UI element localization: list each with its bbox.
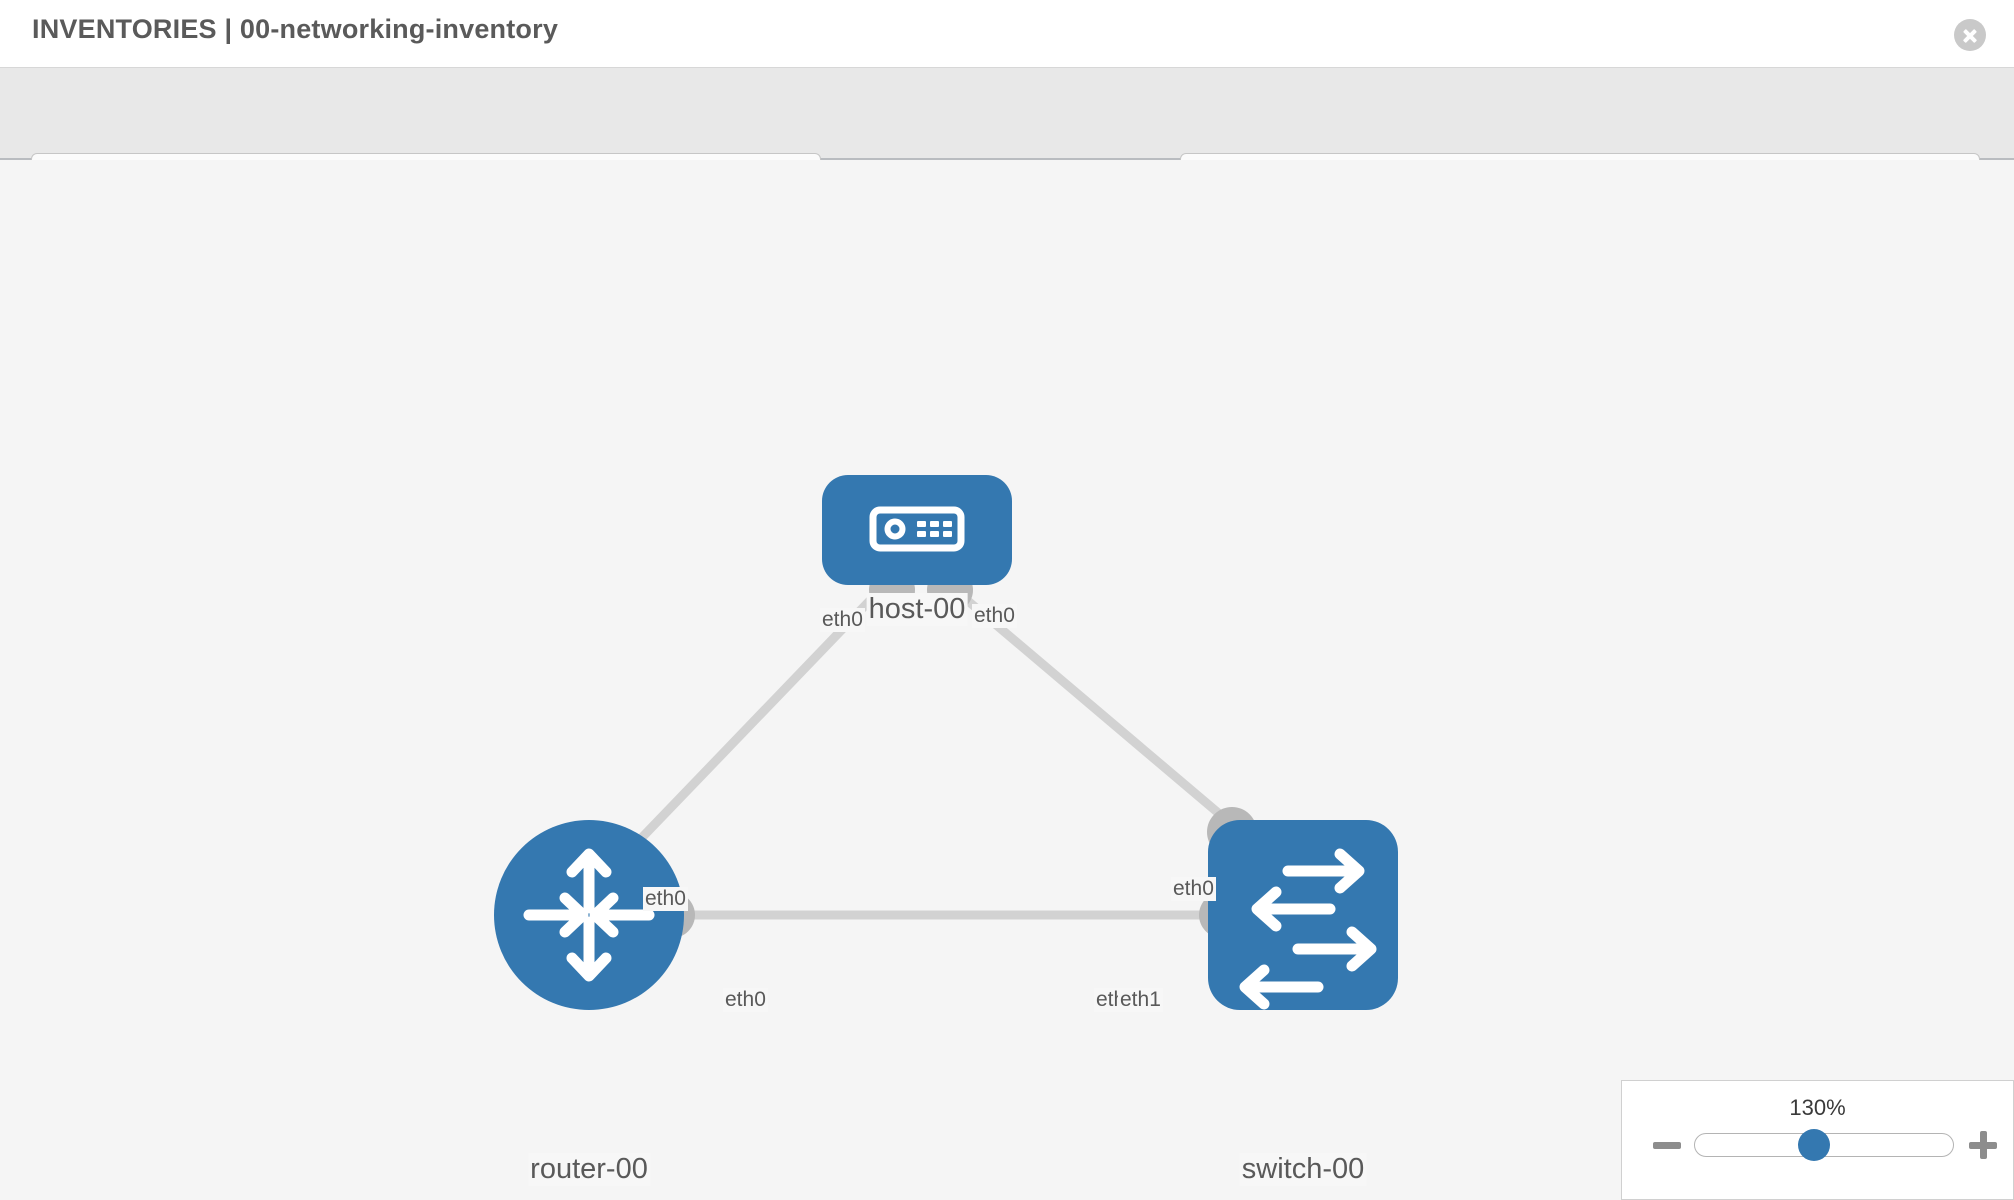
zoom-out-button[interactable] — [1651, 1129, 1683, 1161]
topology-graph — [494, 475, 1398, 1010]
zoom-level-label: 130% — [1789, 1095, 1846, 1120]
iface-label-switch00-eth1: eth1 — [1118, 988, 1163, 1012]
topology-canvas[interactable]: host-00 router-00 switch-00 eth0 eth0 et… — [0, 160, 2014, 1200]
server-icon — [869, 506, 965, 552]
node-host-00 — [822, 475, 1012, 585]
iface-label-router00-uplink: eth0 — [643, 887, 688, 911]
iface-label-host00-right: eth0 — [972, 604, 1017, 628]
topology-links — [615, 585, 1277, 920]
page-header: INVENTORIES | 00-networking-inventory — [0, 0, 2014, 68]
node-label-switch-00: switch-00 — [1239, 1153, 1367, 1186]
router-arrows-icon — [523, 848, 655, 982]
switch-arrows-icon — [1239, 848, 1377, 1010]
link-host00-router00 — [625, 585, 885, 855]
iface-label-router00-eth0: eth0 — [723, 988, 768, 1012]
zoom-control: 130% — [1621, 1080, 2014, 1200]
toolbar: ACTIONS SEARCH — [0, 68, 2014, 207]
close-icon[interactable] — [1954, 19, 1986, 51]
node-switch-00 — [1208, 820, 1398, 1010]
node-label-router-00: router-00 — [528, 1153, 650, 1186]
iface-label-host00-left: eth0 — [820, 608, 865, 632]
link-host00-switch00 — [950, 585, 1267, 855]
iface-label-switch00-uplink: eth0 — [1171, 877, 1216, 901]
node-router-00 — [494, 820, 684, 1010]
zoom-in-button[interactable] — [1967, 1129, 1999, 1161]
page-title: INVENTORIES | 00-networking-inventory — [32, 14, 559, 44]
zoom-slider-thumb[interactable] — [1798, 1129, 1830, 1161]
node-label-host-00: host-00 — [866, 593, 968, 626]
